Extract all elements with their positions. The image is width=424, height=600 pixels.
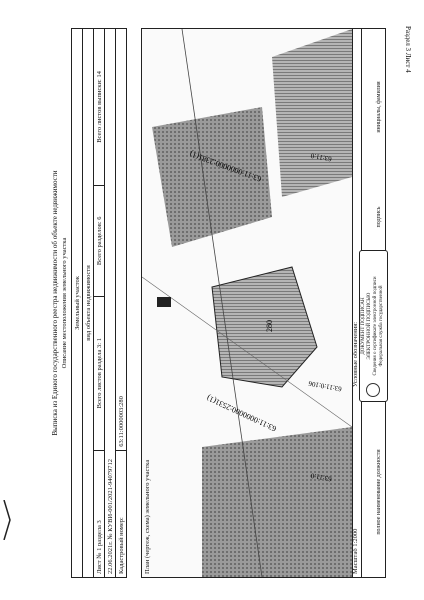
signature-row: полное наименование должности подпись ин… (359, 28, 388, 578)
sheet-number: Лист № 1 раздела 3 (93, 450, 105, 578)
cadastral-value: 63:11:0000003:280 (115, 28, 127, 451)
document-title: Выписка из Единого государственного реес… (51, 170, 59, 436)
label-parcel-a: 63:11:0000000:2531(1) (205, 393, 278, 433)
header-table: Земельный участок вид объекта недвижимос… (71, 28, 127, 578)
date-number: 22.06.2021г. № КУВИ-001/2021-94079712 (104, 28, 116, 578)
parcel-left (202, 427, 352, 577)
rotated-document: Выписка из Единого государственного реес… (47, 28, 388, 578)
map-caption: План (чертеж, схема) земельного участка (144, 459, 151, 574)
emblem-icon (366, 383, 380, 397)
parcel-right (152, 107, 272, 247)
parcel-center (211, 266, 318, 388)
position-caption: полное наименование должности (376, 449, 382, 535)
document-subtitle: Описание местоположения земельного участ… (61, 237, 68, 369)
small-building (157, 297, 171, 307)
label-parcel-e: 63:11:0:106 (307, 379, 342, 393)
sheets-in-section: Всего листов раздела 3: 1 (93, 296, 105, 451)
boundary-line (181, 29, 263, 577)
object-type-caption: вид объекта недвижимости (82, 28, 94, 578)
name-caption: инициалы, фамилия (376, 81, 382, 133)
cadastral-label: Кадастровый номер: (115, 450, 127, 578)
map-drawing: 63:11:0000000:2531(1) 63:11:0000000:2381… (142, 29, 352, 577)
label-parcel-d: 63:11:0 (310, 151, 333, 163)
signature-caption: подпись (376, 206, 382, 228)
legend-label: Условные обозначения: (352, 321, 359, 387)
label-main-parcel: 280 (265, 320, 274, 332)
page-corner-label: Раздел 3 Лист 4 (404, 26, 412, 73)
object-type: Земельный участок (71, 28, 83, 578)
scale-label: Масштаб 1:2000 (352, 528, 359, 574)
scan-mark-icon (3, 500, 11, 540)
sheets-total: Всего листов выписки: 14 (93, 28, 105, 186)
boundary-line-2 (142, 276, 352, 428)
parcel-right-lower (272, 29, 352, 197)
parcel-map: 63:11:0000000:2531(1) 63:11:0000000:2381… (141, 28, 353, 578)
label-parcel-c: 63:11:0 (310, 471, 333, 483)
stamp-line-4: Федеральная служба государственной (379, 285, 384, 367)
electronic-signature-stamp: ДОКУМЕНТ ПОДПИСАН ЭЛЕКТРОННОЙ ПОДПИСЬЮ С… (359, 250, 388, 402)
sections-total: Всего разделов: 6 (93, 185, 105, 297)
